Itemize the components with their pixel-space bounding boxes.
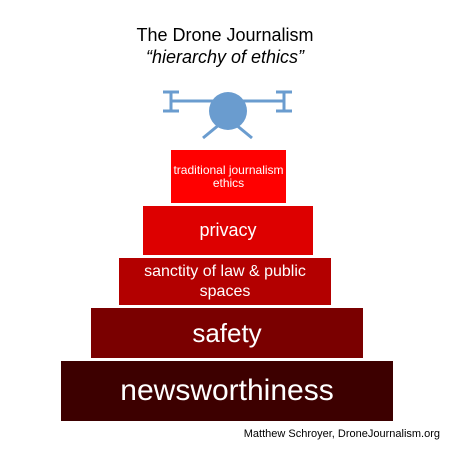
tier-traditional-journalism-ethics: traditional journalism ethics bbox=[171, 150, 286, 203]
drone-icon bbox=[163, 90, 292, 140]
tier-label: newsworthiness bbox=[120, 374, 334, 407]
tier-label: privacy bbox=[199, 220, 257, 240]
tier-newsworthiness: newsworthiness bbox=[61, 361, 393, 421]
title-line-2: “hierarchy of ethics” bbox=[145, 47, 305, 67]
tier-safety: safety bbox=[91, 308, 363, 358]
tier-privacy: privacy bbox=[143, 206, 313, 255]
tier-sanctity-of-law: sanctity of law & public spaces bbox=[119, 258, 331, 305]
title-line-1: The Drone Journalism bbox=[136, 25, 314, 45]
credit-line: Matthew Schroyer, DroneJournalism.org bbox=[243, 428, 440, 440]
tier-label: traditional journalism ethics bbox=[173, 162, 284, 190]
tier-label: safety bbox=[192, 317, 262, 348]
tier-label: sanctity of law & public spaces bbox=[144, 262, 306, 300]
